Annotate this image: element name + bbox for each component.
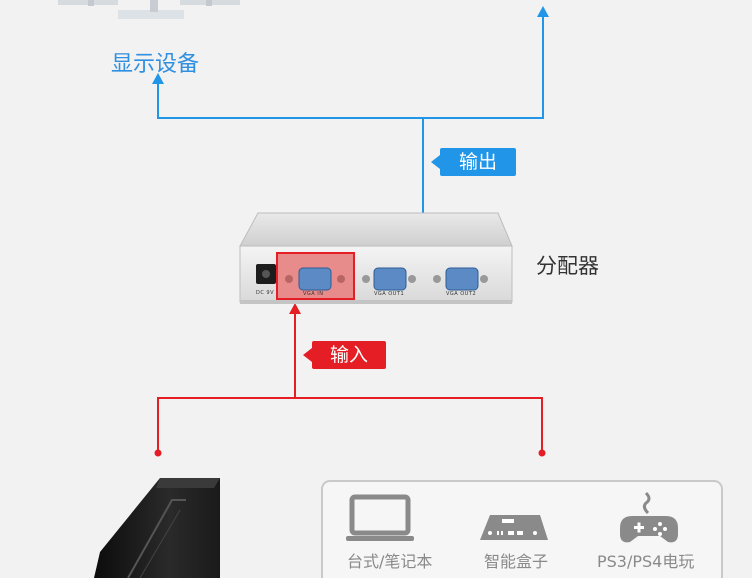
splitter-device (239, 212, 513, 304)
dc-port-label: DC 9V (256, 290, 275, 296)
source-label-gamepad: PS3/PS4电玩 (597, 552, 695, 571)
tv-box-icon (480, 515, 548, 540)
output-arrow-right (537, 6, 549, 17)
splitter-label: 分配器 (536, 254, 599, 278)
output-tag-text: 输出 (458, 151, 497, 173)
source-label-tv-box: 智能盒子 (484, 552, 549, 571)
input-dot-right (538, 449, 546, 457)
laptop-icon (346, 494, 414, 541)
output-tag: 输出 (431, 148, 516, 176)
input-dot-left (154, 449, 162, 457)
vga-in-label: VGA IN (303, 291, 324, 297)
input-lines (157, 310, 543, 452)
input-tag: 输入 (303, 341, 386, 369)
monitor-stands (58, 0, 240, 19)
vga-out1-label: VGA OUT1 (374, 291, 405, 297)
output-arrow-left (152, 73, 164, 84)
pc-tower (94, 478, 220, 578)
vga-out2-label: VGA OUT2 (446, 291, 477, 297)
input-tag-text: 输入 (329, 344, 368, 366)
output-lines (157, 12, 544, 213)
gamepad-icon (620, 491, 678, 543)
input-arrow (289, 303, 301, 314)
display-device-label: 显示设备 (111, 52, 200, 77)
source-label-laptop: 台式/笔记本 (347, 552, 433, 571)
